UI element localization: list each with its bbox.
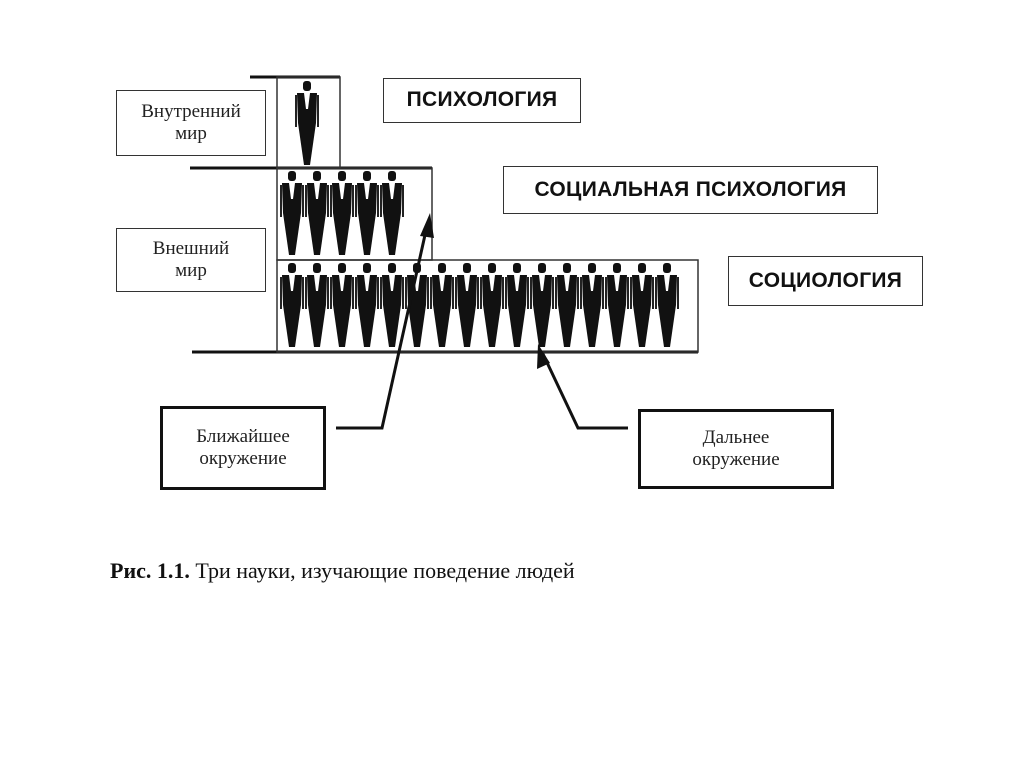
far-environment-box: Дальнее окружение <box>638 409 834 489</box>
person-figure <box>430 263 454 347</box>
person-figure <box>305 171 329 255</box>
person-figure <box>295 81 319 165</box>
sociology-box: СОЦИОЛОГИЯ <box>728 256 923 306</box>
person-figure <box>355 263 379 347</box>
figure-caption: Рис. 1.1. Три науки, изучающие поведение… <box>110 558 575 584</box>
person-figure <box>605 263 629 347</box>
person-figure <box>280 171 304 255</box>
person-figure <box>480 263 504 347</box>
social-psychology-box: СОЦИАЛЬНАЯ ПСИХОЛОГИЯ <box>503 166 878 214</box>
group-figures <box>280 171 404 255</box>
outer-world-box: Внешний мир <box>116 228 266 292</box>
person-figure <box>305 263 329 347</box>
person-figure <box>330 263 354 347</box>
far-arrow-head <box>537 344 550 369</box>
person-figure <box>505 263 529 347</box>
society-figures <box>280 263 679 347</box>
person-figure <box>380 263 404 347</box>
social-psychology-label: СОЦИАЛЬНАЯ ПСИХОЛОГИЯ <box>534 177 847 201</box>
caption-text: Три науки, изучающие поведение людей <box>189 558 575 583</box>
person-figure <box>555 263 579 347</box>
person-figure <box>330 171 354 255</box>
near-environment-box: Ближайшее окружение <box>160 406 326 490</box>
person-figure <box>580 263 604 347</box>
inner-world-box: Внутренний мир <box>116 90 266 156</box>
person-figure <box>380 171 404 255</box>
society-frame <box>276 259 699 353</box>
far-environment-label: Дальнее окружение <box>692 427 780 470</box>
outer-world-label: Внешний мир <box>152 238 230 281</box>
psychology-box: ПСИХОЛОГИЯ <box>383 78 581 123</box>
person-figure <box>655 263 679 347</box>
person-figure <box>280 263 304 347</box>
psychology-label: ПСИХОЛОГИЯ <box>406 88 558 112</box>
caption-prefix: Рис. 1.1. <box>110 558 190 583</box>
individual-figures <box>295 81 319 165</box>
far-arrow-line <box>541 353 628 430</box>
person-figure <box>630 263 654 347</box>
person-figure <box>530 263 554 347</box>
near-environment-label: Ближайшее окружение <box>196 426 290 469</box>
person-figure <box>455 263 479 347</box>
near-arrow-line <box>336 225 429 430</box>
inner-world-label: Внутренний мир <box>141 101 241 144</box>
sociology-label: СОЦИОЛОГИЯ <box>748 268 903 292</box>
person-figure <box>355 171 379 255</box>
near-arrow-head <box>420 213 434 238</box>
